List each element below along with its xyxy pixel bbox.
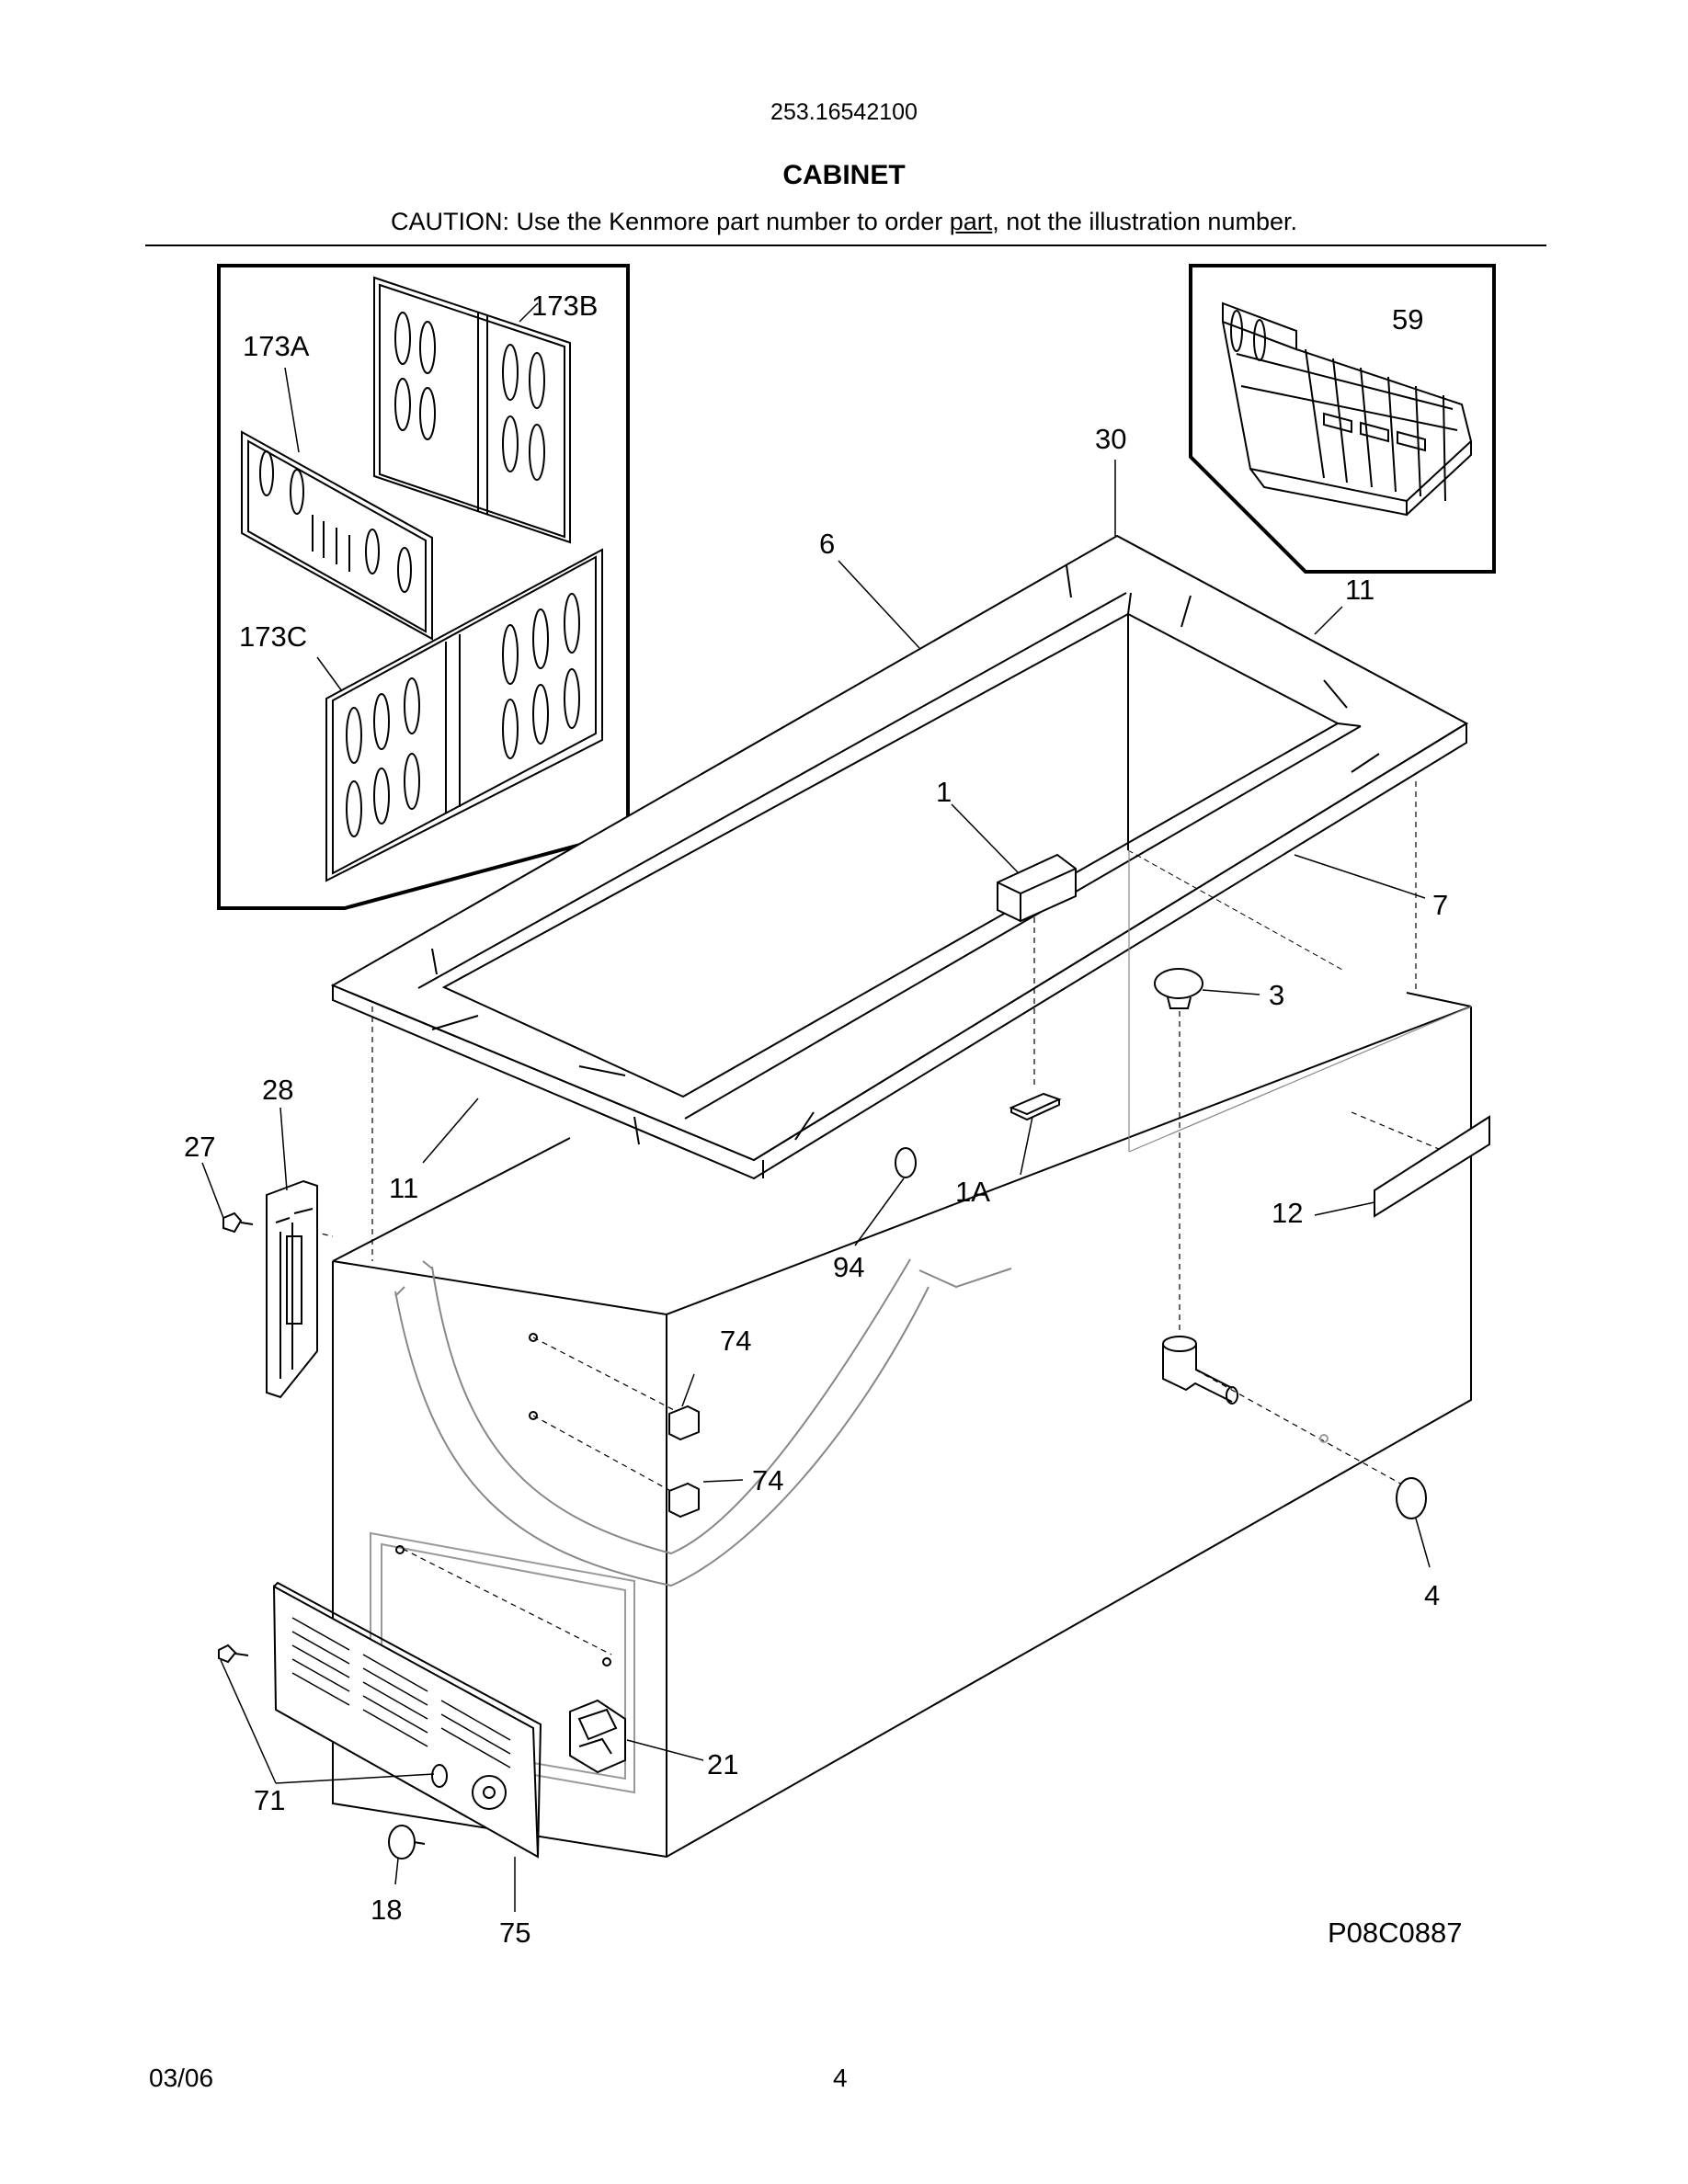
callout-11-top: 11 (1345, 574, 1374, 606)
basket-59-illustration (1222, 301, 1473, 517)
callout-173B: 173B (531, 290, 598, 322)
callout-12: 12 (1272, 1197, 1303, 1229)
callout-173A: 173A (243, 330, 310, 362)
callout-30: 30 (1095, 423, 1126, 455)
gasket-frame (330, 534, 1469, 1180)
page-number: 4 (833, 2064, 848, 2092)
figure-code: P08C0887 (1328, 1917, 1463, 1949)
screw-71-left (218, 1644, 249, 1664)
screw-27 (222, 1211, 254, 1234)
callout-75: 75 (499, 1917, 530, 1949)
caution-part-link: part (949, 208, 993, 235)
callout-21: 21 (707, 1748, 738, 1780)
divider-173B-illustration (373, 276, 571, 544)
clip-74-upper (668, 1405, 700, 1441)
basket-inset (1189, 264, 1496, 574)
callout-3: 3 (1269, 979, 1284, 1011)
tape-12 (1374, 1115, 1490, 1218)
clip-1A (1009, 1092, 1062, 1121)
grille-75 (272, 1581, 542, 1859)
callout-27: 27 (184, 1131, 215, 1163)
callout-18: 18 (371, 1894, 402, 1926)
knob-18 (388, 1825, 426, 1860)
callout-1: 1 (936, 776, 952, 808)
callout-71: 71 (254, 1784, 285, 1816)
divider-173C-illustration (325, 548, 603, 882)
divider-inset (217, 264, 630, 910)
lock-strike-1 (997, 853, 1077, 923)
plug-94 (895, 1147, 917, 1178)
plug-3 (1154, 968, 1203, 1009)
leader-lines (201, 460, 1431, 1912)
callout-94: 94 (833, 1251, 864, 1283)
page-title: CABINET (782, 160, 906, 190)
divider-173A-illustration (241, 430, 433, 641)
hinge-28 (266, 1179, 318, 1399)
caution-text-start: CAUTION: Use the Kenmore part number to … (391, 208, 950, 235)
callout-74-upper: 74 (720, 1325, 751, 1357)
model-number: 253.16542100 (770, 99, 918, 125)
callout-1A: 1A (955, 1176, 990, 1208)
caution-note: CAUTION: Use the Kenmore part number to … (0, 208, 1688, 236)
callout-11-bottom: 11 (389, 1172, 418, 1204)
callout-59: 59 (1392, 303, 1423, 336)
callout-173C: 173C (239, 620, 307, 653)
header-rule (145, 245, 1546, 246)
drain-plug-4 (1396, 1477, 1427, 1519)
callout-28: 28 (262, 1074, 293, 1106)
callout-6: 6 (819, 528, 835, 560)
callout-74-lower: 74 (752, 1464, 783, 1496)
footer-date: 03/06 (149, 2064, 214, 2092)
callout-7: 7 (1432, 889, 1448, 921)
caution-text-end: , not the illustration number. (992, 208, 1297, 235)
drain-tube (1162, 1336, 1238, 1405)
switch-21 (569, 1699, 626, 1774)
callout-4: 4 (1424, 1579, 1440, 1611)
screw-71-right (431, 1764, 448, 1788)
clip-74-lower (668, 1482, 700, 1519)
